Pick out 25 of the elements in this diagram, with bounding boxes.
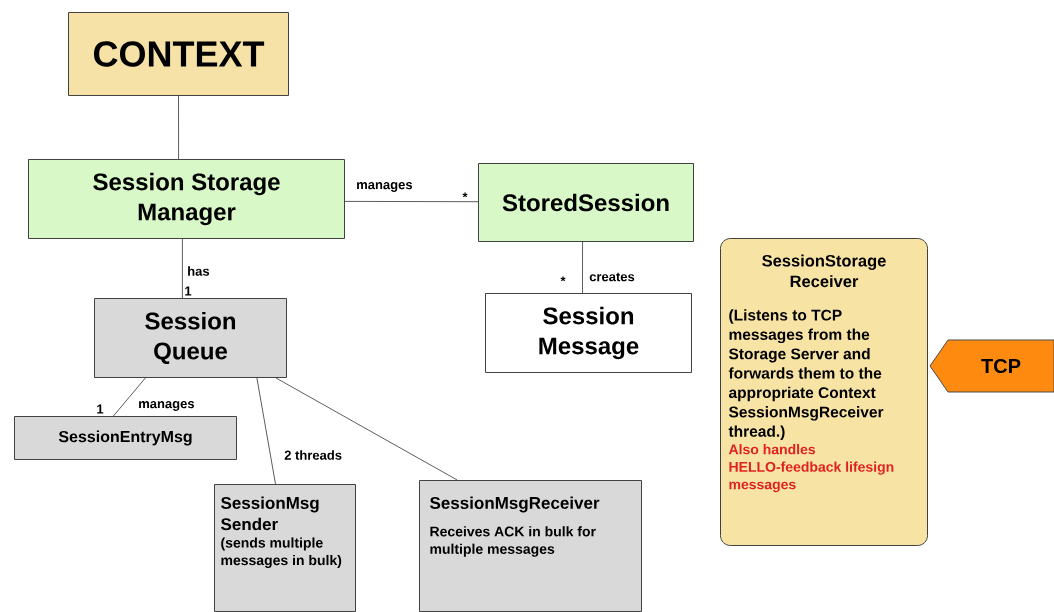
association-line: [344, 201, 479, 203]
note-box: SessionStorage Receiver (Listens to TCP messages from the Storage Server and forwards them to the appropriate Context SessionMsgReceiver thread.) Also handles HELLO-feedback lifesign messages: [720, 238, 928, 546]
multiplicity-label: *: [560, 276, 566, 282]
association-line: [256, 377, 276, 485]
class-box: Session Queue: [94, 298, 287, 378]
class-box: Session Message: [485, 293, 692, 373]
association-line: [182, 238, 183, 299]
multiplicity-label: 1: [185, 286, 192, 296]
class-box: SessionMsgReceiver Receives ACK in bulk for multiple messages: [419, 480, 642, 612]
edge-label: manages: [357, 182, 413, 192]
class-box: SessionMsg Sender (sends multiple messages in bulk): [214, 484, 356, 612]
edge-label: 2 threads: [284, 450, 342, 460]
edge-label: has: [188, 266, 210, 276]
association-line: [275, 377, 458, 481]
edge-label: manages: [139, 401, 195, 411]
class-box: CONTEXT: [68, 12, 289, 96]
class-box: StoredSession: [478, 163, 694, 242]
association-line: [178, 95, 179, 160]
association-line: [113, 377, 146, 417]
multiplicity-label: *: [462, 192, 468, 198]
class-box: Session Storage Manager: [28, 159, 345, 239]
edge-label: creates: [589, 272, 635, 282]
class-box: SessionEntryMsg: [14, 416, 237, 460]
association-line: [582, 241, 583, 294]
multiplicity-label: 1: [97, 404, 104, 414]
